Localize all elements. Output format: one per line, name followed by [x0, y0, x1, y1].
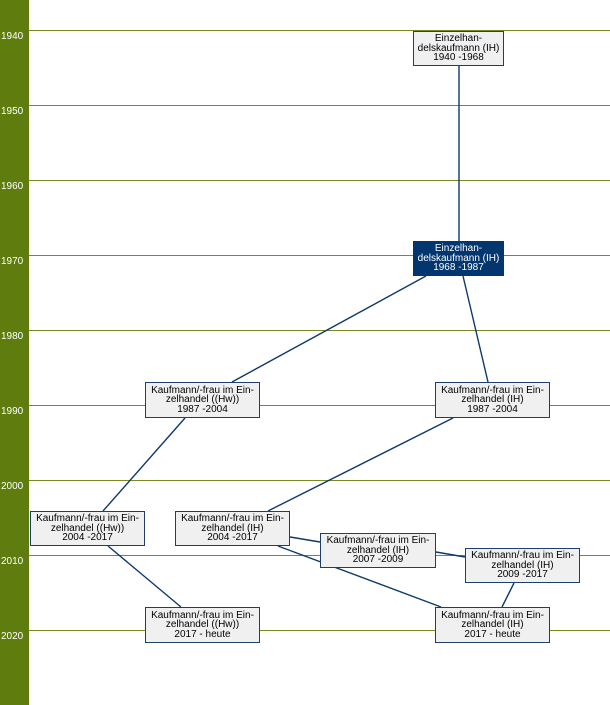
- node-line: Kaufmann/-frau im Ein-: [441, 609, 544, 621]
- node-line: 2017 - heute: [174, 628, 231, 640]
- node-line: Kaufmann/-frau im Ein-: [181, 513, 284, 525]
- node-line: 1940 -1968: [433, 52, 484, 64]
- node-line: 2007 -2009: [352, 554, 404, 566]
- occupation-node[interactable]: Kaufmann/-frau im Ein- zelhandel (IH) 20…: [320, 533, 436, 568]
- node-line: 1987 -2004: [177, 403, 228, 415]
- node-line: zelhandel ((Hw)): [165, 619, 240, 631]
- connector-n2-n4: [462, 275, 489, 383]
- node-line: zelhandel (IH): [461, 394, 524, 406]
- year-gridline-2020: [29, 630, 610, 631]
- year-label: 1970: [1, 256, 24, 267]
- node-line: zelhandel ((Hw)): [50, 522, 125, 534]
- connector-n6-n10: [277, 545, 442, 608]
- node-line: 2004 -2017: [207, 532, 258, 544]
- occupation-node[interactable]: Kaufmann/-frau im Ein- zelhandel ((Hw)) …: [30, 511, 145, 546]
- node-line: Einzelhan-: [434, 33, 483, 45]
- year-gridline-1980: [29, 330, 610, 331]
- year-gridline-1940: [29, 30, 610, 31]
- year-gridline-1950: [29, 105, 610, 106]
- occupation-node[interactable]: Kaufmann/-frau im Ein- zelhandel (IH) 19…: [435, 382, 550, 418]
- node-line: 1987 -2004: [467, 403, 518, 415]
- node-line: Kaufmann/-frau im Ein-: [326, 535, 430, 547]
- node-line: Kaufmann/-frau im Ein-: [441, 384, 544, 396]
- year-label: 1990: [1, 406, 24, 417]
- connector-n6-n7: [289, 536, 321, 543]
- node-line: Einzelhan-: [434, 243, 483, 255]
- year-label: 1980: [1, 331, 24, 342]
- node-line: 2009 -2017: [497, 569, 548, 581]
- connector-n4-n6: [267, 417, 454, 512]
- occupation-node[interactable]: Kaufmann/-frau im Ein- zelhandel ((Hw)) …: [145, 607, 260, 643]
- node-line: Kaufmann/-frau im Ein-: [151, 384, 254, 396]
- occupation-node[interactable]: Kaufmann/-frau im Ein- zelhandel (IH) 20…: [435, 607, 550, 643]
- node-line: zelhandel ((Hw)): [165, 394, 240, 406]
- node-line: zelhandel (IH): [461, 619, 524, 631]
- node-line: 1968 -1987: [433, 262, 484, 274]
- year-label: 1960: [1, 181, 24, 192]
- node-line: delskaufmann (IH): [417, 252, 500, 264]
- year-label: 2020: [1, 631, 24, 642]
- year-label: 2010: [1, 556, 24, 567]
- occupation-node[interactable]: Kaufmann/-frau im Ein- zelhandel ((Hw)) …: [145, 382, 260, 418]
- year-gridline-2010: [29, 555, 610, 556]
- node-line: 2017 - heute: [464, 628, 521, 640]
- connector-n3-n5: [102, 417, 186, 512]
- node-line: 2004 -2017: [62, 532, 113, 544]
- year-gridline-1990: [29, 405, 610, 406]
- year-label: 1950: [1, 106, 24, 117]
- occupation-node-selected[interactable]: Einzelhan- delskaufmann (IH) 1968 -1987: [413, 241, 504, 276]
- occupation-node[interactable]: Einzelhan- delskaufmann (IH) 1940 -1968: [413, 31, 504, 66]
- node-line: zelhandel (IH): [491, 559, 554, 571]
- year-gridline-1970: [29, 255, 610, 256]
- year-label: 2000: [1, 481, 24, 492]
- year-gridline-1960: [29, 180, 610, 181]
- occupation-node[interactable]: Kaufmann/-frau im Ein- zelhandel (IH) 20…: [465, 548, 580, 583]
- connector-n8-n10: [501, 582, 515, 608]
- connector-n7-n8: [435, 551, 466, 558]
- node-line: zelhandel (IH): [201, 522, 264, 534]
- connector-n2-n3: [231, 275, 427, 383]
- node-line: Kaufmann/-frau im Ein-: [471, 550, 574, 562]
- node-line: Kaufmann/-frau im Ein-: [151, 609, 254, 621]
- occupation-node[interactable]: Kaufmann/-frau im Ein- zelhandel (IH) 20…: [175, 511, 290, 546]
- node-line: zelhandel (IH): [346, 544, 410, 556]
- year-gridline-2000: [29, 480, 610, 481]
- connector-n5-n9: [107, 545, 182, 608]
- year-label: 1940: [1, 31, 24, 42]
- node-line: Kaufmann/-frau im Ein-: [36, 513, 139, 525]
- year-axis-bar: [0, 0, 29, 705]
- node-line: delskaufmann (IH): [417, 42, 500, 54]
